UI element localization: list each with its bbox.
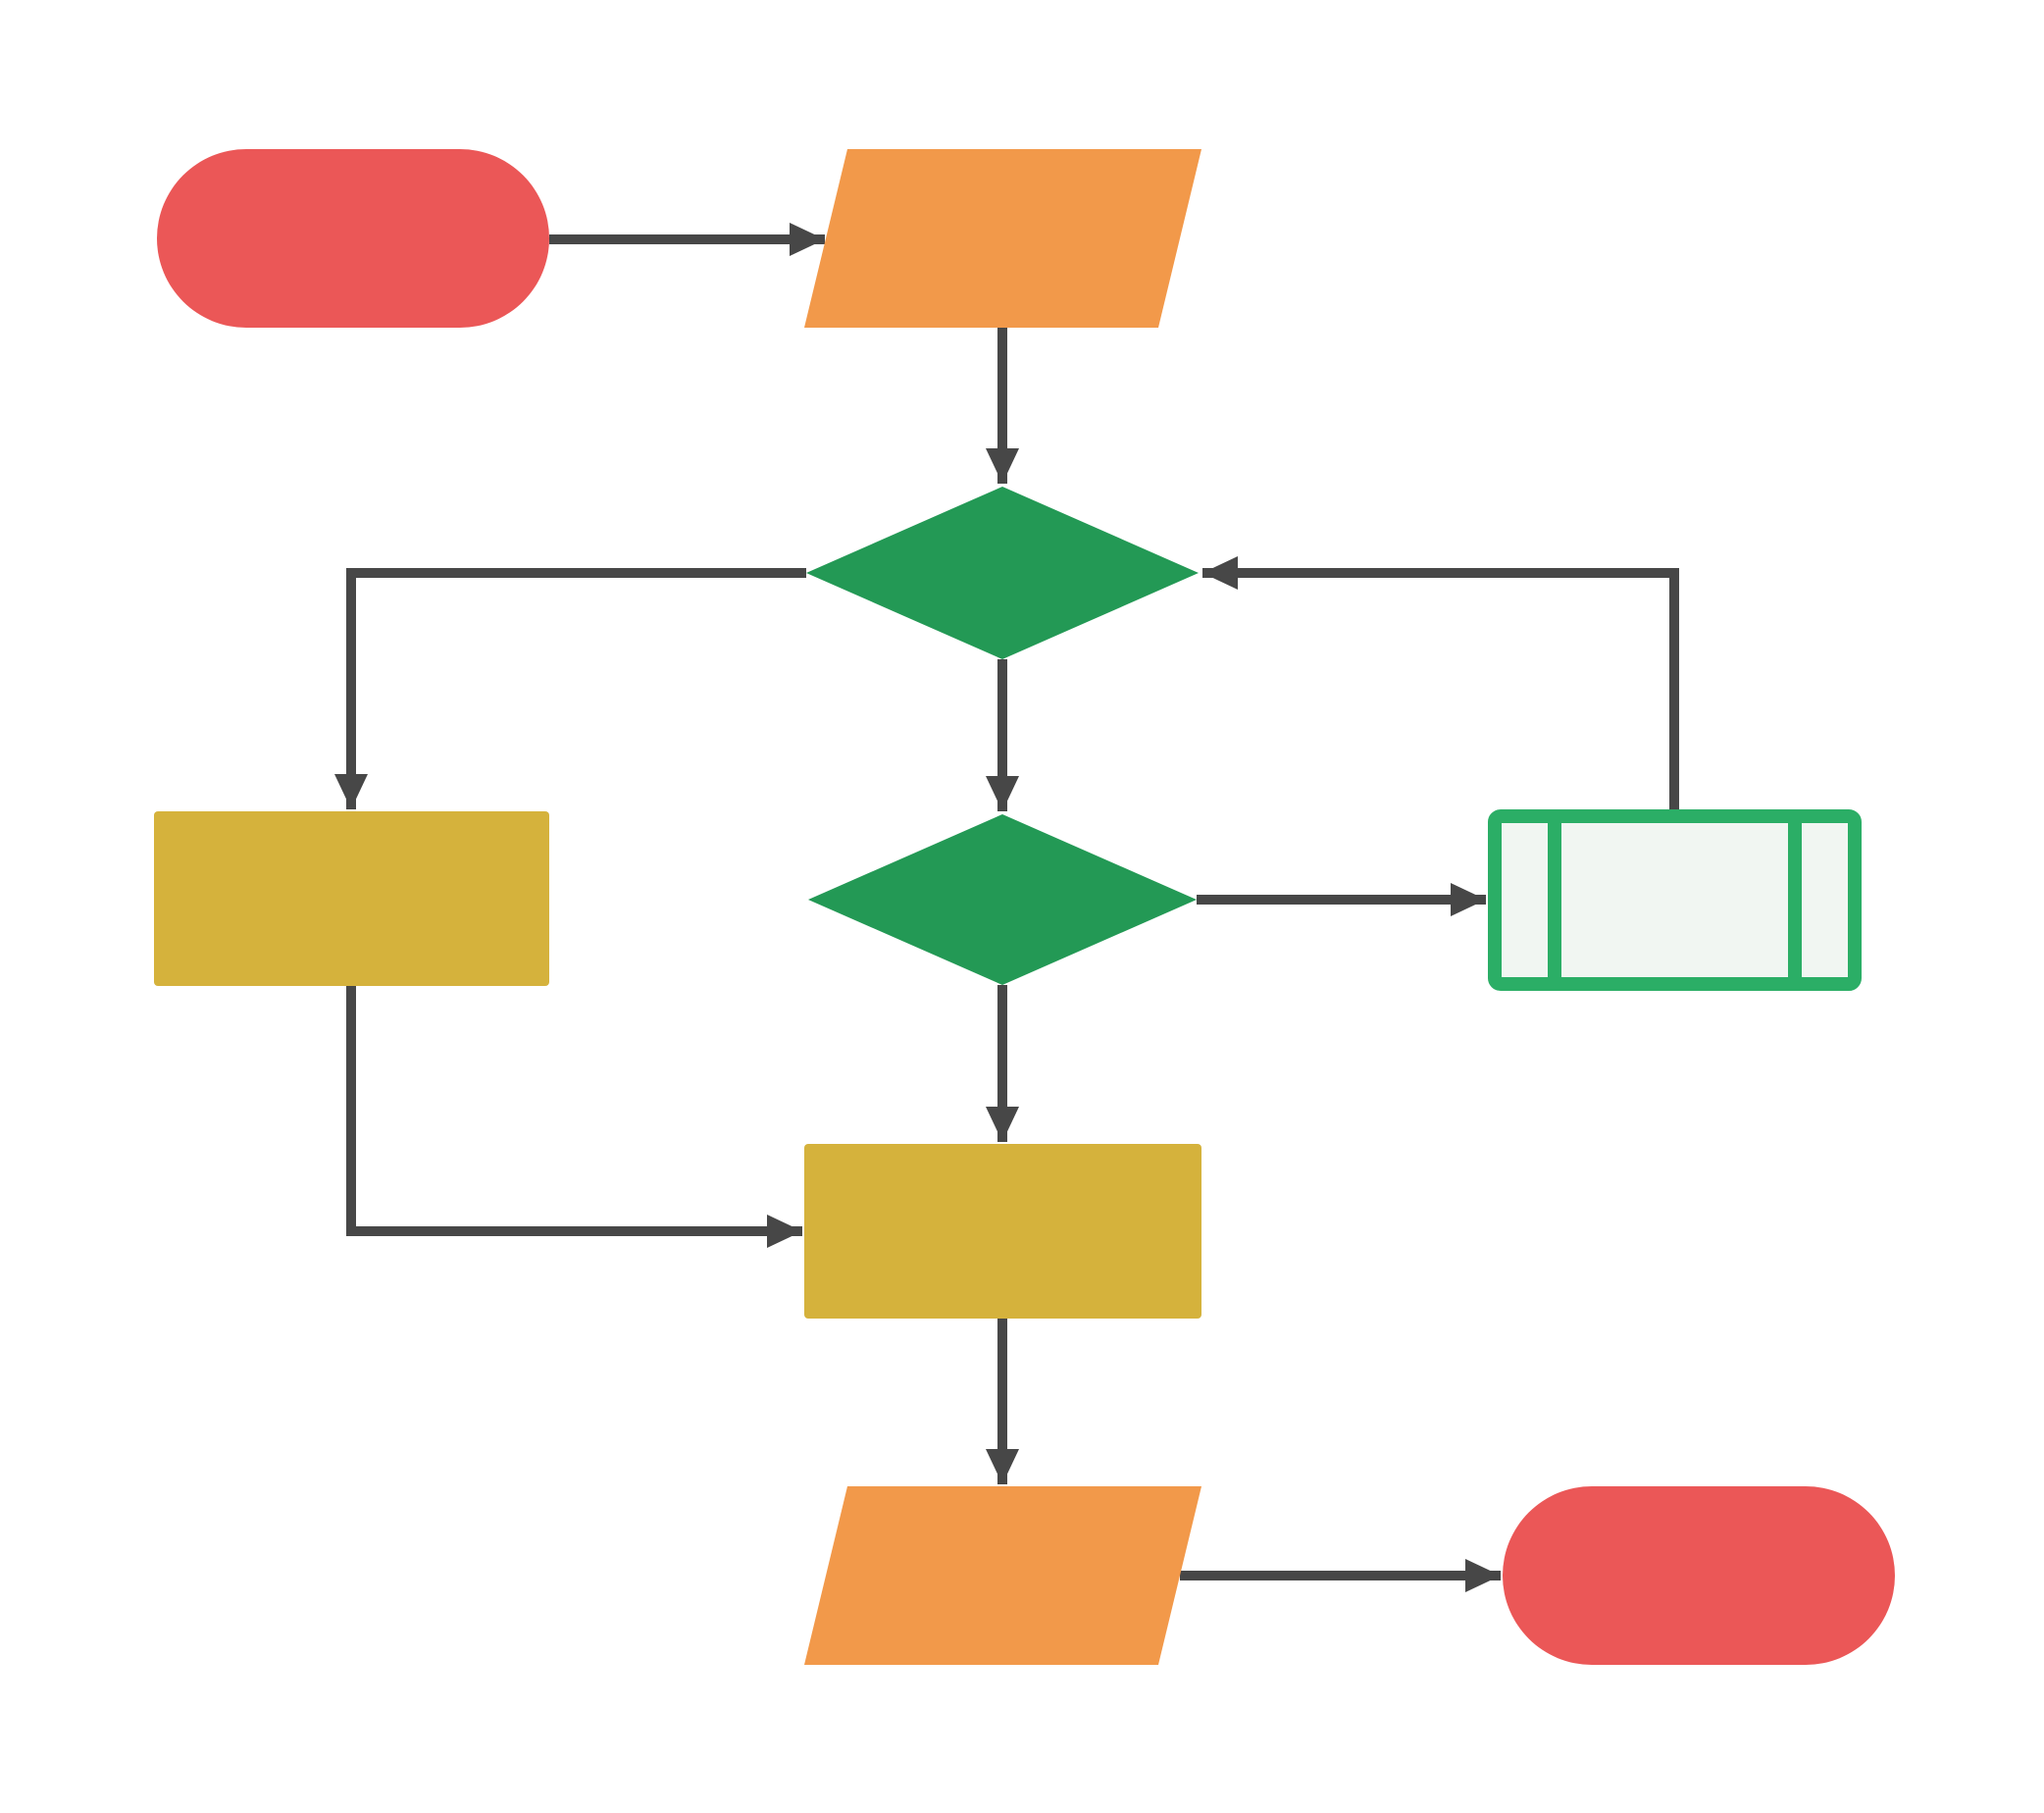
end-terminator <box>1503 1486 1895 1665</box>
process-center <box>804 1144 1201 1319</box>
edge-subroutine-to-decision1 <box>1202 556 1679 809</box>
edge-decision1-to-process-left <box>334 568 806 809</box>
decision-1 <box>806 487 1199 659</box>
nodes-layer <box>154 149 1895 1665</box>
edge-process-left-to-process-center <box>346 986 802 1248</box>
output-parallelogram <box>804 1486 1201 1665</box>
subroutine-box <box>1488 809 1862 991</box>
start-terminator <box>157 149 549 328</box>
edges-layer <box>334 223 1679 1592</box>
input-parallelogram <box>804 149 1201 328</box>
decision-2 <box>808 814 1197 985</box>
process-left <box>154 811 549 986</box>
